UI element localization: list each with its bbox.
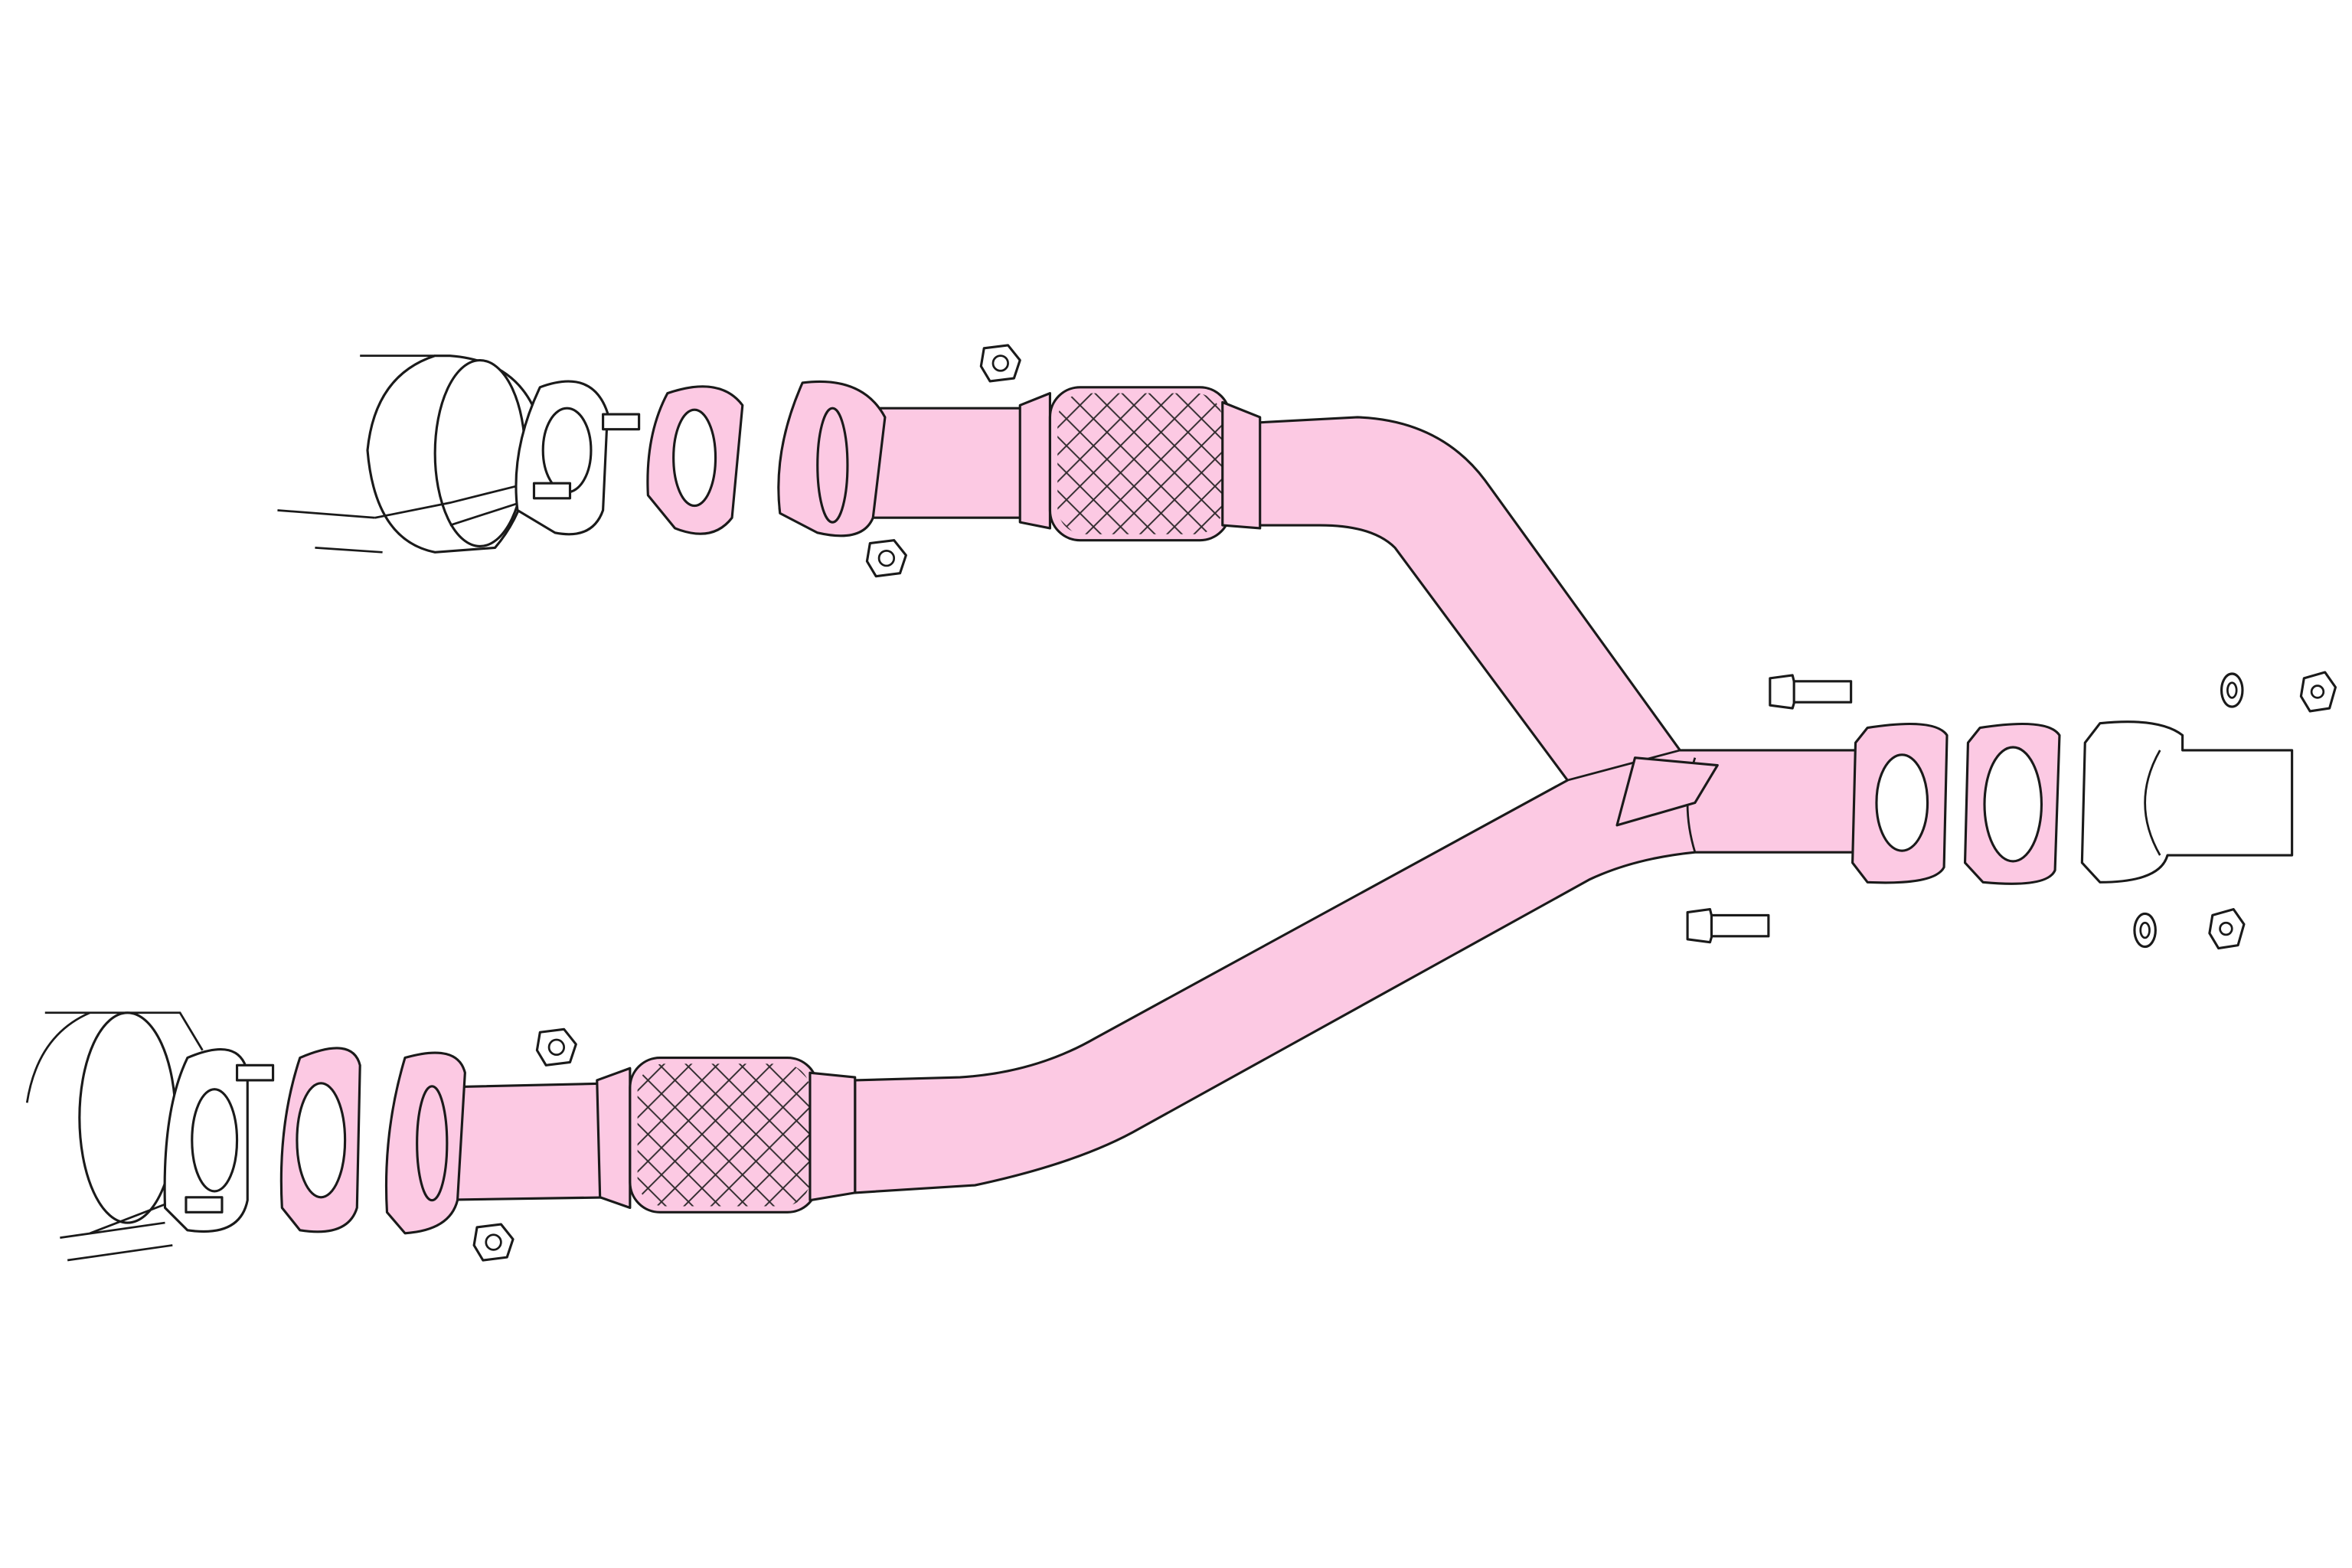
lower-gasket <box>279 1047 361 1233</box>
lower-flex-joint <box>629 1056 857 1214</box>
upper-catalytic-converter <box>277 354 544 554</box>
lock-washer-top <box>2220 672 2244 708</box>
upper-inlet-pipe <box>777 380 1051 537</box>
y-pipe-body <box>854 416 1861 1194</box>
outlet-nut-bottom <box>2208 908 2246 950</box>
lower-converter-flange <box>163 1047 275 1233</box>
outlet-flange <box>1851 722 1949 884</box>
lock-washer-bottom <box>2133 912 2157 949</box>
upper-nut-bottom <box>865 539 907 578</box>
outlet-bolt-bottom <box>1686 908 1770 944</box>
outlet-nut-top <box>2299 671 2337 713</box>
upper-nut-top <box>979 344 1021 383</box>
stud-icon <box>532 482 572 500</box>
stud-icon <box>602 413 641 431</box>
upper-gasket <box>646 385 744 535</box>
outlet-bolt-top <box>1769 674 1853 710</box>
lower-nut-top <box>535 1027 577 1067</box>
downstream-pipe <box>2080 720 2294 884</box>
heat-shield-tab <box>1615 756 1719 827</box>
stud-icon <box>185 1196 224 1214</box>
lower-inlet-pipe <box>384 1051 632 1235</box>
upper-converter-studs <box>532 413 641 500</box>
upper-flex-joint <box>1048 386 1262 542</box>
stud-icon <box>235 1063 275 1082</box>
outlet-gasket <box>1963 722 2061 885</box>
lower-nut-bottom <box>472 1223 514 1262</box>
